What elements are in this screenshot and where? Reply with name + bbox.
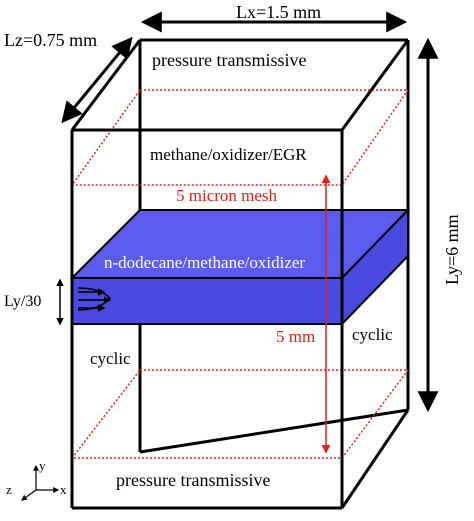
fine-zone-label: 5 mm [276,327,315,346]
lx-label: Lx=1.5 mm [236,2,321,22]
lz-dimension-arrow [61,36,133,124]
axis-x-label: x [60,482,67,497]
axis-z-arrow [21,489,37,501]
ly-label: Ly=6 mm [442,214,462,285]
axis-y-label: y [39,458,46,473]
fuel-layer-label: n-dodecane/methane/oxidizer [104,253,305,272]
top-boundary-label: pressure transmissive [152,50,306,70]
left-side-label: cyclic [90,349,131,368]
axis-z-label: z [6,482,12,497]
fuel-layer-front [71,277,343,325]
inflow-arrows [77,287,112,312]
right-side-label: cyclic [352,325,393,344]
upper-mixture-label: methane/oxidizer/EGR [150,145,307,164]
lz-label: Lz=0.75 mm [4,30,97,50]
bottom-boundary-label: pressure transmissive [116,470,270,490]
axis-triad [21,464,60,501]
inflow-height-label: Ly/30 [4,293,41,310]
mesh-label: 5 micron mesh [176,186,278,205]
